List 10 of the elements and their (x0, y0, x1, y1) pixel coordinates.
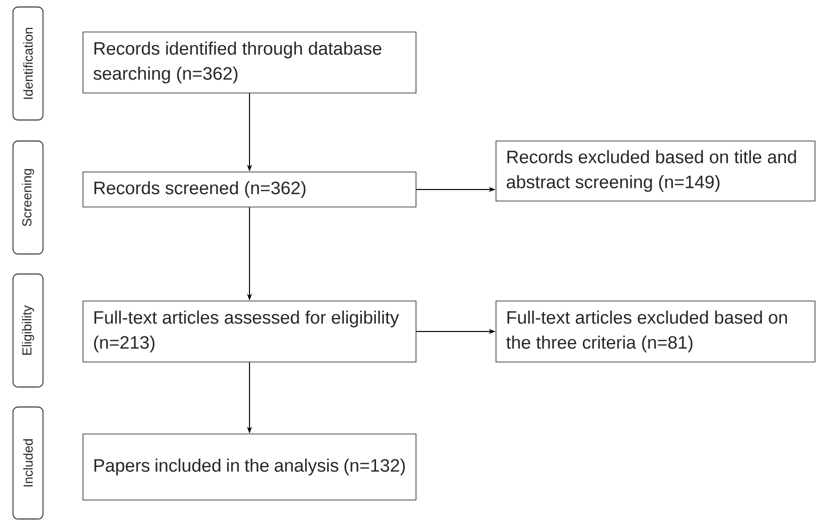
process-box: Full-text articles excluded based on the three criteria (n=81) (496, 300, 816, 362)
stage-label: Screening (12, 140, 44, 254)
process-box: Records screened (n=362) (82, 172, 416, 208)
stage-label: Identification (12, 6, 44, 120)
process-box: Papers included in the analysis (n=132) (82, 434, 416, 500)
process-box: Full-text articles assessed for eligibility (n=213) (82, 300, 416, 362)
process-box: Records identified through database searching (n=362) (82, 32, 416, 94)
stage-label: Eligibility (12, 274, 44, 388)
process-box: Records excluded based on title and abstract screening (n=149) (496, 140, 816, 202)
stage-label: Included (12, 406, 44, 520)
